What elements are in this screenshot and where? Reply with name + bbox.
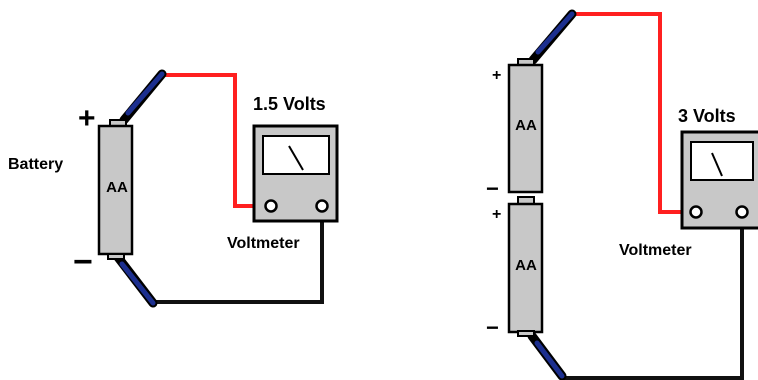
left-meter-terminal-positive	[264, 199, 278, 213]
right-meter-terminal-positive	[689, 205, 703, 219]
left-battery-cell-label: AA	[106, 179, 128, 196]
left-voltmeter-label: Voltmeter	[227, 235, 300, 252]
right-voltmeter	[680, 130, 758, 230]
left-voltmeter	[252, 124, 339, 223]
right-meter-needle	[711, 152, 723, 177]
right-top-cell-label: AA	[515, 117, 537, 134]
right-top-negative-sign: −	[486, 176, 499, 201]
right-negative-wire	[561, 217, 744, 380]
battery-label: Battery	[8, 156, 63, 173]
left-circuit: AA + − Battery 1.5 Volts Voltmeter	[8, 69, 339, 308]
left-negative-sign: −	[73, 243, 93, 281]
right-positive-wire	[572, 12, 690, 214]
left-positive-sign: +	[78, 102, 96, 135]
right-bottom-positive-sign: +	[492, 206, 501, 223]
right-top-positive-sign: +	[492, 67, 501, 84]
right-bottom-battery: AA	[507, 196, 544, 337]
right-circuit: AA AA + − + − 3 Volts Voltmeter	[486, 9, 758, 380]
right-voltmeter-label: Voltmeter	[619, 242, 692, 259]
right-bottom-cell-label: AA	[515, 257, 537, 274]
left-positive-wire	[162, 73, 266, 208]
left-battery: AA	[97, 119, 134, 260]
left-meter-terminal-negative	[315, 199, 329, 213]
right-top-battery: AA	[507, 58, 544, 194]
left-negative-wire	[153, 211, 324, 304]
left-meter-needle	[288, 145, 304, 171]
left-voltage-reading: 1.5 Volts	[253, 94, 326, 114]
right-voltage-reading: 3 Volts	[678, 106, 736, 126]
right-meter-terminal-negative	[735, 205, 749, 219]
right-bottom-negative-sign: −	[486, 315, 499, 340]
